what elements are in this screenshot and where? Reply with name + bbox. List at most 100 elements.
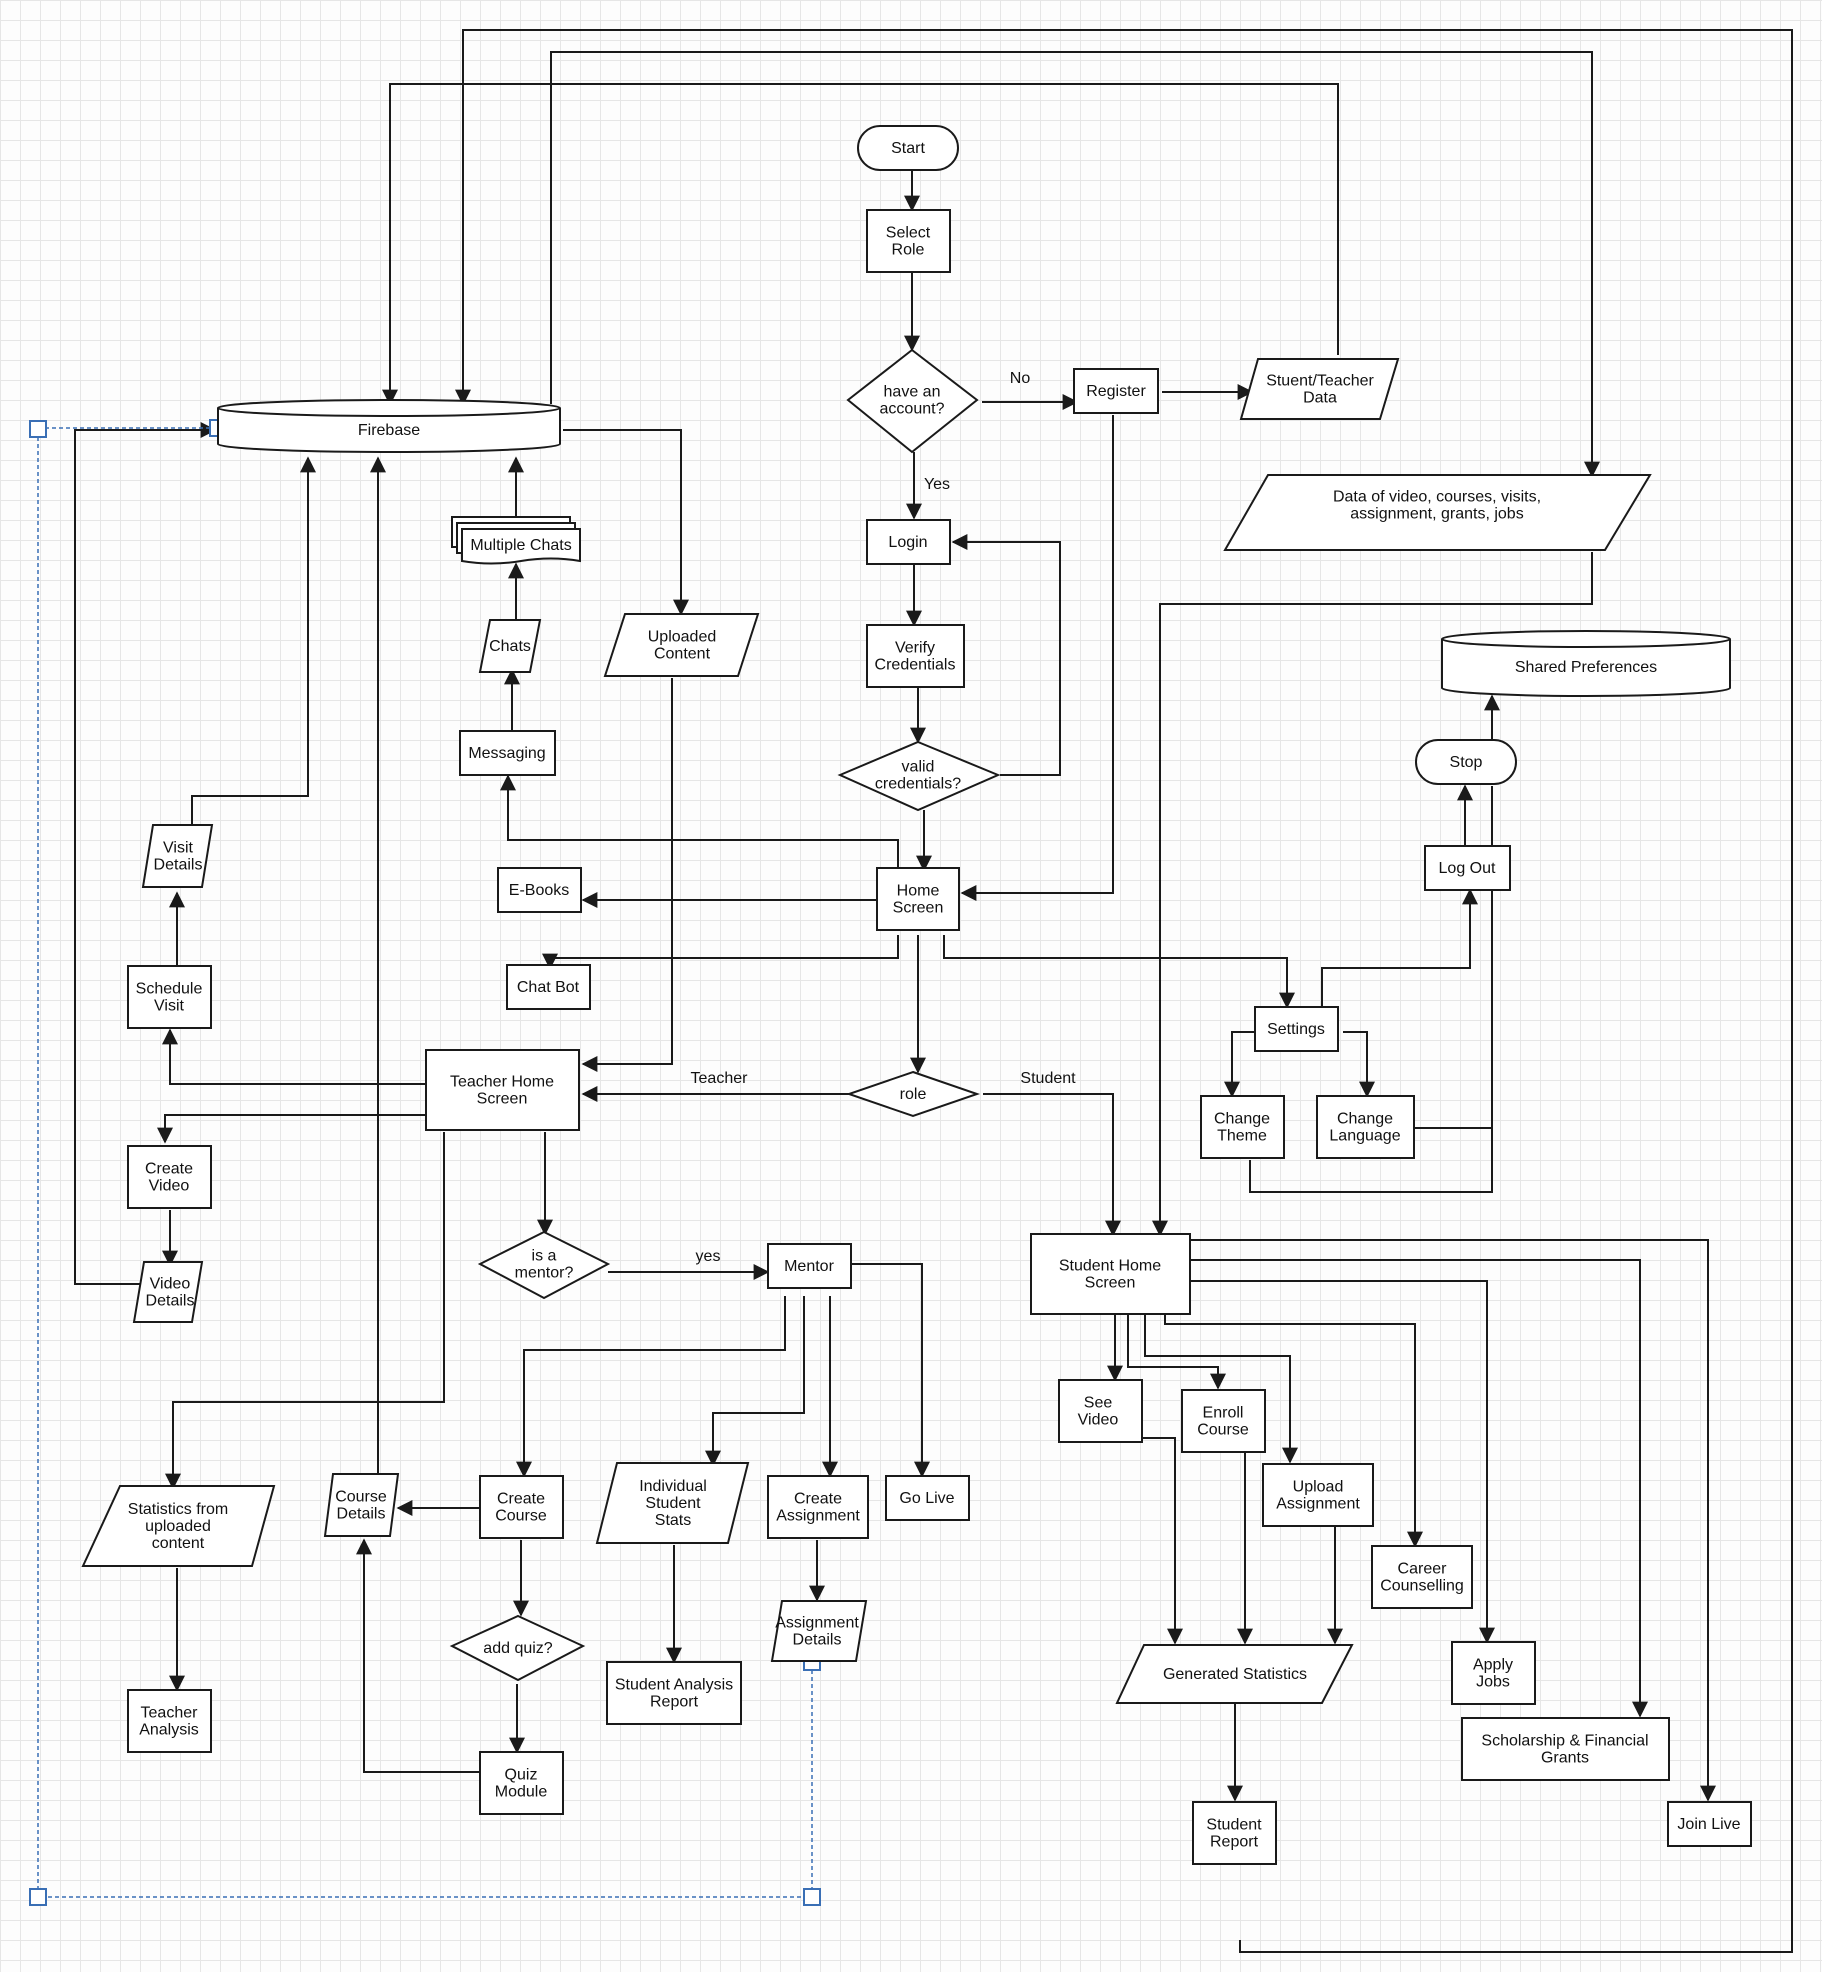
enroll-course-node[interactable] (1181, 1389, 1266, 1453)
visit-details-node[interactable] (141, 824, 214, 888)
edge-studenthome-applyjobs (1190, 1280, 1495, 1644)
add-quiz-decision[interactable] (449, 1614, 586, 1682)
edge-studenthome-joinlive (1190, 1239, 1716, 1802)
label-data-video: Data of video, courses, visits,assignmen… (1333, 489, 1541, 523)
go-live-node[interactable] (885, 1475, 970, 1521)
individual-stats-node[interactable] (595, 1462, 750, 1544)
teacher-home-node[interactable] (425, 1049, 580, 1131)
label-add-quiz: add quiz? (483, 1640, 552, 1657)
teacher-analysis-node[interactable] (127, 1689, 212, 1753)
edge-uploaded-teacherhome (581, 678, 673, 1072)
is-mentor-decision[interactable] (477, 1230, 611, 1300)
home-screen-node[interactable] (876, 867, 960, 931)
career-counselling-node[interactable] (1371, 1545, 1473, 1609)
change-theme-node[interactable] (1200, 1095, 1285, 1159)
edge-settings-logout (1321, 888, 1478, 1012)
start-node[interactable] (857, 125, 959, 171)
edge-register-home (960, 415, 1114, 901)
generated-statistics-node[interactable] (1115, 1644, 1354, 1704)
upload-assignment-node[interactable] (1262, 1463, 1374, 1527)
e-books-node[interactable] (497, 867, 582, 913)
edge-outer-loop-firebase (455, 29, 1793, 1953)
have-account-decision[interactable] (846, 348, 979, 454)
quiz-module-node[interactable] (479, 1751, 564, 1815)
login-node[interactable] (866, 519, 951, 565)
edge-label-teacher: Teacher (691, 1070, 749, 1087)
label-go-live: Go Live (899, 1490, 954, 1507)
apply-jobs-node[interactable] (1451, 1641, 1536, 1705)
edge-label-no: No (1010, 370, 1031, 387)
shared-preferences-rim (1441, 638, 1731, 648)
shared-preferences-db[interactable] (1441, 630, 1731, 697)
course-details-node[interactable] (323, 1473, 400, 1537)
valid-credentials-decision[interactable] (837, 740, 1001, 812)
label-chats: Chats (489, 638, 531, 655)
edge-settings-changetheme (1224, 1031, 1259, 1098)
label-firebase: Firebase (358, 422, 420, 439)
create-video-node[interactable] (127, 1145, 212, 1209)
log-out-node[interactable] (1424, 845, 1511, 891)
chats-node[interactable] (478, 619, 542, 673)
edge-studenthome-career (1164, 1310, 1423, 1548)
settings-node[interactable] (1254, 1006, 1339, 1052)
multiple-chats-node[interactable] (461, 528, 581, 565)
stop-node[interactable] (1415, 739, 1517, 785)
mentor-node[interactable] (767, 1243, 852, 1289)
create-course-node[interactable] (479, 1475, 564, 1539)
data-video-courses-node[interactable] (1223, 474, 1652, 551)
verify-credentials-node[interactable] (866, 624, 965, 688)
firebase-db-rim (217, 407, 561, 417)
change-language-node[interactable] (1316, 1095, 1415, 1159)
edge-home-settings (943, 935, 1295, 1009)
label-generated-statistics: Generated Statistics (1163, 1666, 1307, 1683)
edge-home-chatbot (542, 935, 899, 970)
student-teacher-data-node[interactable] (1239, 358, 1400, 420)
edge-mentor-individualstats (705, 1296, 805, 1467)
scholarship-node[interactable] (1461, 1717, 1670, 1781)
schedule-visit-node[interactable] (127, 965, 212, 1029)
edge-valid-login-retry (951, 534, 1061, 776)
edge-changelang-stop (1414, 786, 1493, 1129)
edge-firebase-datavideo (550, 51, 1600, 478)
selection-handle[interactable] (29, 420, 47, 438)
see-video-node[interactable] (1058, 1379, 1143, 1443)
register-node[interactable] (1073, 368, 1159, 414)
video-details-node[interactable] (132, 1261, 204, 1323)
student-analysis-report-node[interactable] (606, 1661, 742, 1725)
edge-studenthome-enroll (1127, 1310, 1226, 1390)
select-role-node[interactable] (866, 209, 951, 273)
student-report-node[interactable] (1192, 1801, 1277, 1865)
assignment-details-node[interactable] (770, 1600, 868, 1662)
student-home-node[interactable] (1030, 1233, 1191, 1315)
chat-bot-node[interactable] (506, 964, 591, 1010)
statistics-uploaded-node[interactable] (81, 1485, 276, 1567)
join-live-node[interactable] (1667, 1801, 1752, 1847)
firebase-db[interactable] (217, 399, 561, 453)
messaging-node[interactable] (459, 730, 556, 776)
role-decision[interactable] (845, 1070, 981, 1118)
selection-handle[interactable] (29, 1888, 47, 1906)
uploaded-content-node[interactable] (603, 613, 760, 677)
create-assignment-node[interactable] (767, 1475, 869, 1539)
selection-handle[interactable] (803, 1888, 821, 1906)
